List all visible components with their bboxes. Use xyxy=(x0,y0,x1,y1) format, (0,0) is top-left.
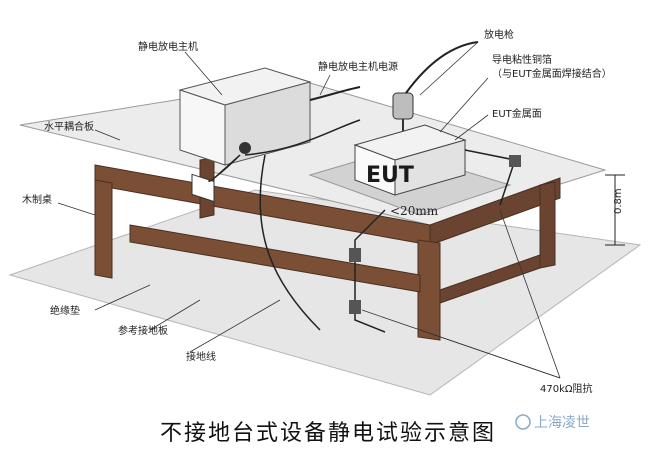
label-resistor: 470kΩ阻抗 xyxy=(540,382,593,395)
table-leg-front-left xyxy=(94,179,113,279)
distance-label: <20mm xyxy=(390,204,439,218)
resistor-1 xyxy=(349,248,361,262)
resistor-2 xyxy=(349,300,361,314)
table-leg-back-right xyxy=(539,181,556,269)
ground-wire xyxy=(354,209,386,333)
label-insulating-mat: 绝缘垫 xyxy=(50,304,80,317)
esd-gun-cable xyxy=(405,41,479,94)
height-label: 0.8m xyxy=(613,188,624,214)
label-reference-ground-plane: 参考接地板 xyxy=(118,324,168,337)
eut-label: EUT xyxy=(366,163,414,188)
label-ground-wire: 接地线 xyxy=(186,350,216,363)
esd-main-unit-knob xyxy=(239,142,251,154)
leader-lines xyxy=(57,41,561,379)
diagram-caption: 不接地台式设备静电试验示意图 xyxy=(160,421,496,446)
table-stretcher-side xyxy=(439,254,541,304)
table-stretcher xyxy=(129,224,421,293)
main-unit-cable xyxy=(208,119,361,331)
table-leg-front-right xyxy=(417,239,441,341)
eut-box-side xyxy=(394,139,466,196)
label-horizontal-coupling-plane: 水平耦合板 xyxy=(44,120,94,133)
label-esd-power: 静电放电主机电源 xyxy=(318,60,398,73)
label-conductive-foil-2: （与EUT金属面焊接结合） xyxy=(492,67,612,80)
label-wooden-table: 木制桌 xyxy=(22,193,52,206)
esd-gun-body xyxy=(392,92,414,120)
label-conductive-foil-1: 导电粘性铜箔 xyxy=(492,53,552,66)
resistor-3 xyxy=(509,155,521,167)
table-apron-side xyxy=(429,177,561,246)
esd-power-cable xyxy=(309,86,361,101)
watermark-icon xyxy=(515,414,531,430)
label-eut-metal-face: EUT金属面 xyxy=(492,107,542,120)
label-esd-gun: 放电枪 xyxy=(484,28,514,41)
watermark: 上海凌世 xyxy=(534,415,590,431)
label-esd-main-unit: 静电放电主机 xyxy=(138,40,198,53)
